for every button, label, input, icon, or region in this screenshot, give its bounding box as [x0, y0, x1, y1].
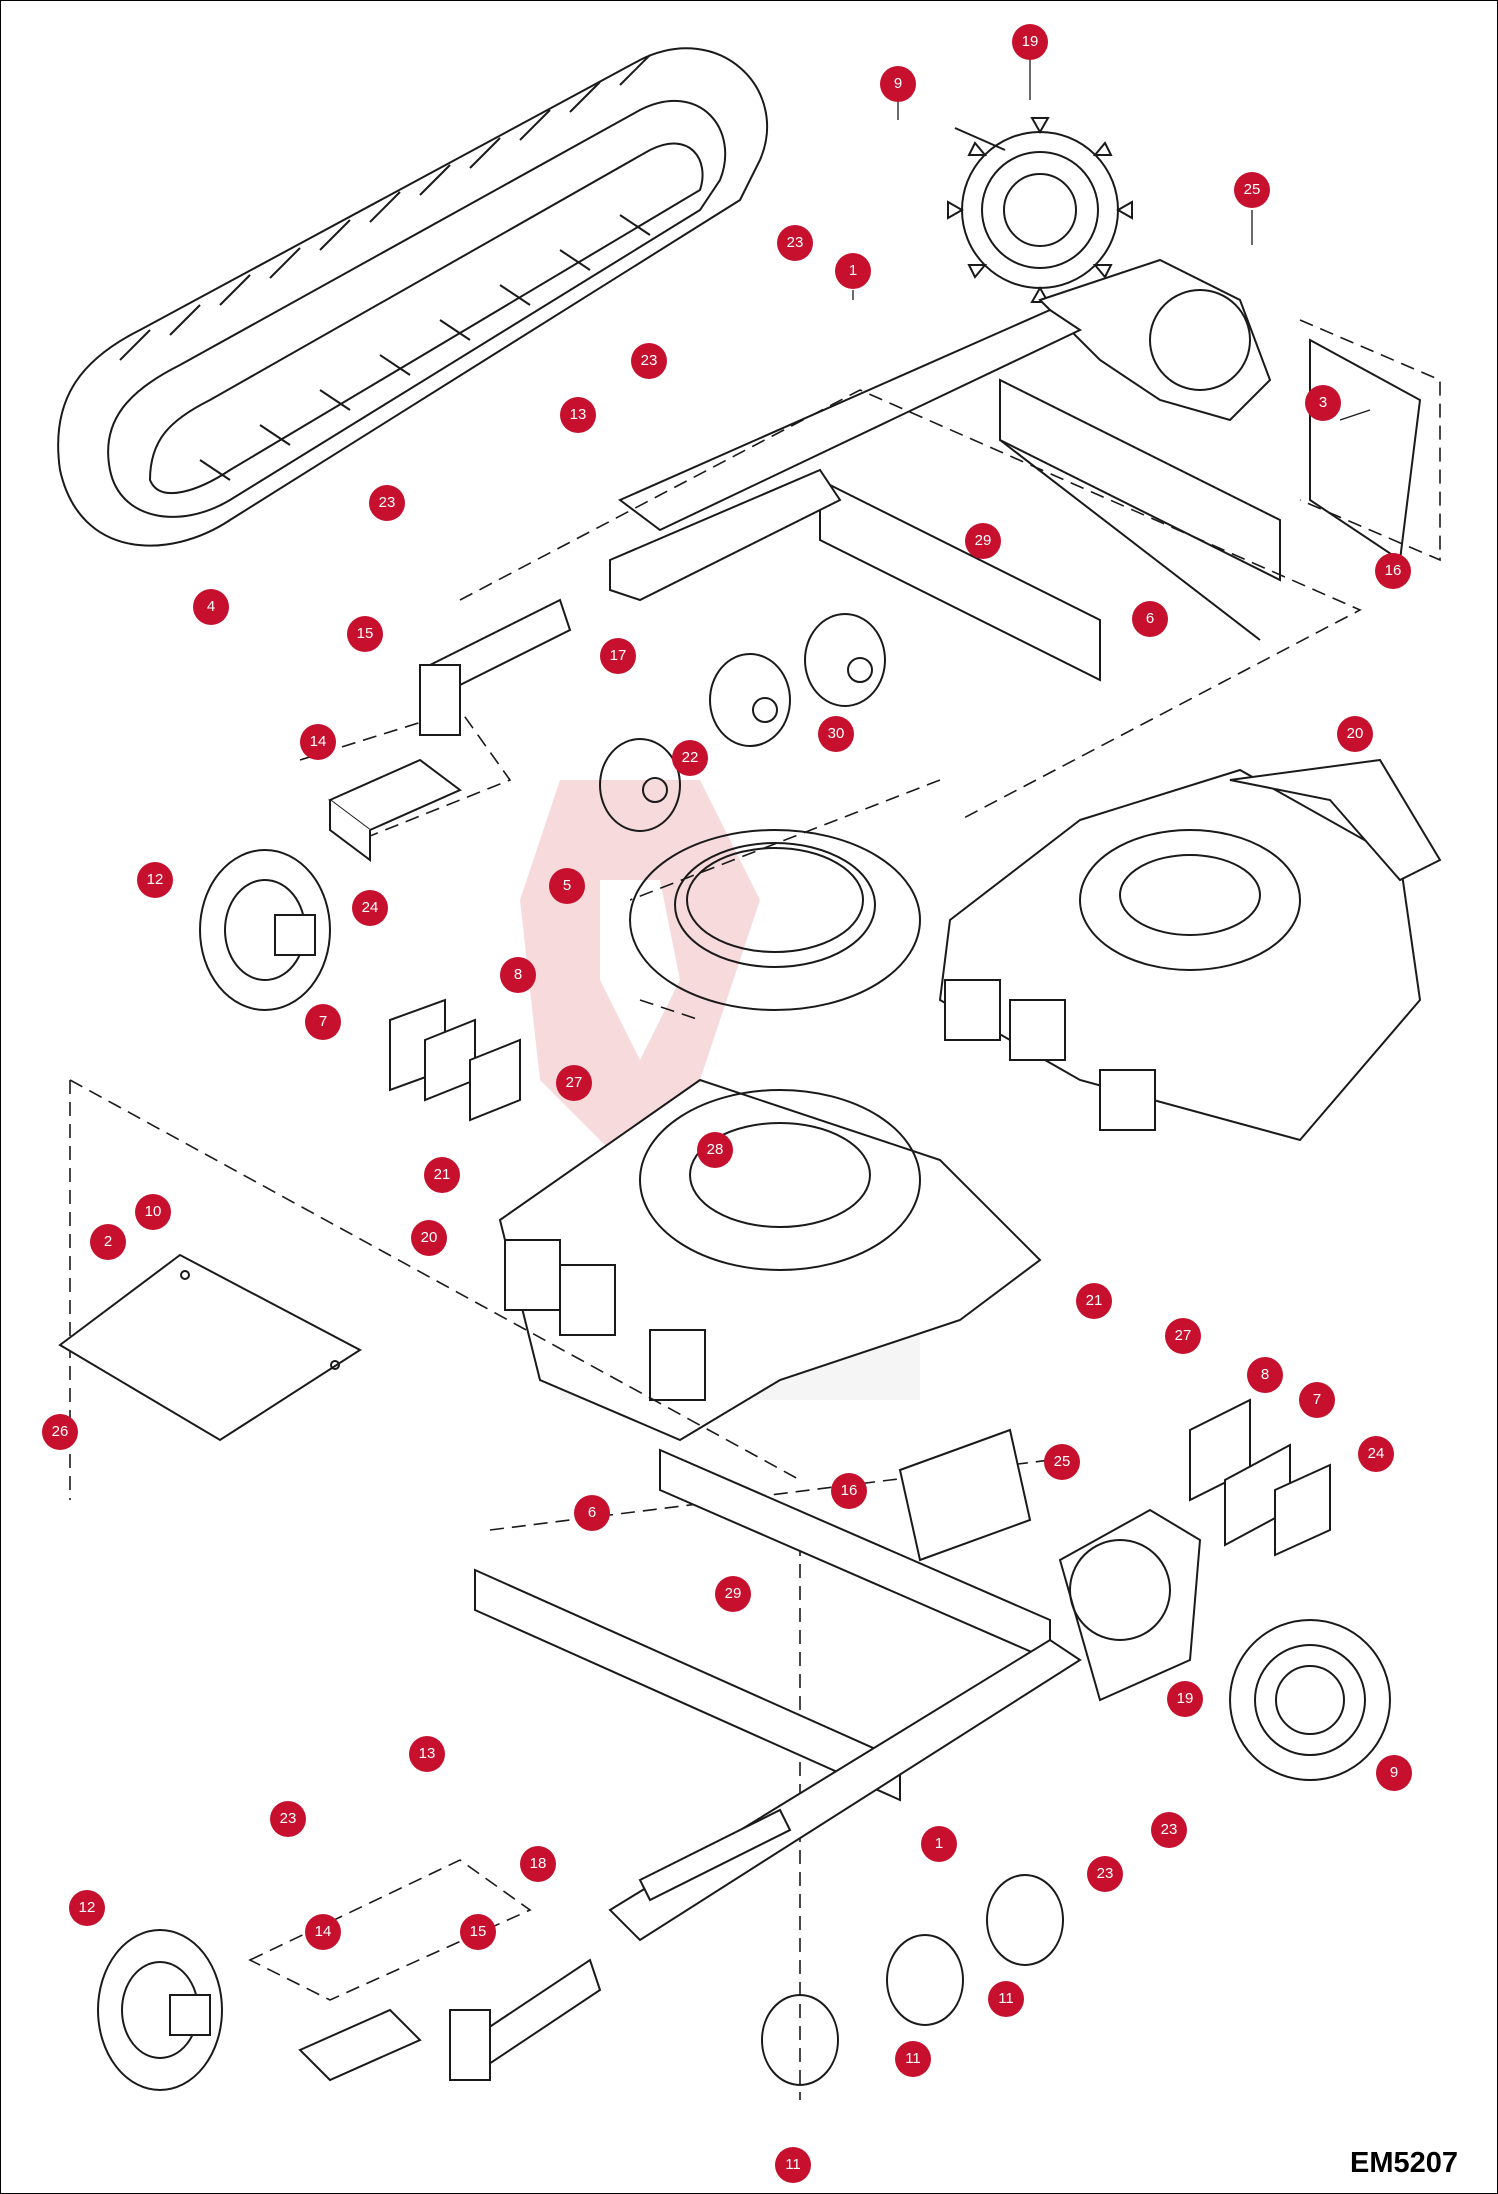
callout-6[interactable]: 6	[574, 1495, 610, 1531]
callout-17[interactable]: 17	[600, 638, 636, 674]
callout-11[interactable]: 11	[895, 2041, 931, 2077]
upper-track-frame	[609, 258, 1422, 682]
callout-11[interactable]: 11	[988, 1981, 1024, 2017]
callout-21[interactable]: 21	[1076, 1283, 1112, 1319]
callout-25[interactable]: 25	[1234, 172, 1270, 208]
tensioner-lower	[298, 1958, 602, 2082]
callout-24[interactable]: 24	[352, 890, 388, 926]
callout-11[interactable]: 11	[775, 2147, 811, 2183]
callout-29[interactable]: 29	[715, 1576, 751, 1612]
callout-1[interactable]: 1	[921, 1826, 957, 1862]
callout-14[interactable]: 14	[305, 1914, 341, 1950]
callout-8[interactable]: 8	[1247, 1357, 1283, 1393]
callout-23[interactable]: 23	[631, 343, 667, 379]
callout-25[interactable]: 25	[1044, 1444, 1080, 1480]
undercarriage-right	[938, 758, 1442, 1142]
slewing-ring	[629, 829, 921, 1011]
callout-22[interactable]: 22	[672, 740, 708, 776]
callout-8[interactable]: 8	[500, 957, 536, 993]
idler-wheel-upper	[199, 849, 331, 1011]
callout-20[interactable]: 20	[411, 1220, 447, 1256]
callout-13[interactable]: 13	[560, 397, 596, 433]
callout-19[interactable]: 19	[1012, 24, 1048, 60]
upper-dashed-lines	[299, 319, 1441, 1021]
callout-20[interactable]: 20	[1337, 716, 1373, 752]
callout-4[interactable]: 4	[193, 589, 229, 625]
callout-27[interactable]: 27	[1165, 1318, 1201, 1354]
callout-23[interactable]: 23	[777, 225, 813, 261]
callout-7[interactable]: 7	[1299, 1382, 1335, 1418]
callout-26[interactable]: 26	[42, 1414, 78, 1450]
callout-28[interactable]: 28	[697, 1132, 733, 1168]
callout-23[interactable]: 23	[1151, 1812, 1187, 1848]
callout-23[interactable]: 23	[270, 1801, 306, 1837]
callout-6[interactable]: 6	[1132, 601, 1168, 637]
sprocket-bottom	[1229, 1619, 1391, 1781]
callout-3[interactable]: 3	[1305, 385, 1341, 421]
lower-plates	[1189, 1398, 1331, 1557]
upper-rollers	[599, 613, 886, 832]
bracket-upper	[328, 758, 462, 862]
undercarriage-center	[498, 1078, 1042, 1442]
upper-plates	[389, 998, 521, 1122]
cover-plate	[58, 1253, 362, 1442]
callout-12[interactable]: 12	[69, 1890, 105, 1926]
callout-9[interactable]: 9	[1376, 1755, 1412, 1791]
callout-21[interactable]: 21	[424, 1157, 460, 1193]
callout-18[interactable]: 18	[520, 1846, 556, 1882]
callout-24[interactable]: 24	[1358, 1436, 1394, 1472]
callout-23[interactable]: 23	[1087, 1856, 1123, 1892]
lower-track-frame	[474, 1428, 1202, 1942]
callout-5[interactable]: 5	[549, 868, 585, 904]
lower-rollers	[761, 1874, 1064, 2086]
callout-12[interactable]: 12	[137, 862, 173, 898]
idler-wheel-lower	[97, 1929, 223, 2091]
callout-14[interactable]: 14	[300, 724, 336, 760]
callout-19[interactable]: 19	[1167, 1681, 1203, 1717]
callout-1[interactable]: 1	[835, 253, 871, 289]
callout-7[interactable]: 7	[305, 1004, 341, 1040]
callout-13[interactable]: 13	[409, 1736, 445, 1772]
callout-2[interactable]: 2	[90, 1224, 126, 1260]
callout-30[interactable]: 30	[818, 716, 854, 752]
callout-15[interactable]: 15	[460, 1914, 496, 1950]
callout-16[interactable]: 16	[831, 1473, 867, 1509]
diagram-code: EM5207	[1349, 2147, 1458, 2179]
callout-9[interactable]: 9	[880, 66, 916, 102]
rubber-track	[57, 47, 769, 547]
callout-29[interactable]: 29	[965, 523, 1001, 559]
callout-15[interactable]: 15	[347, 616, 383, 652]
callout-23[interactable]: 23	[369, 485, 405, 521]
tensioner-upper	[418, 598, 572, 736]
sprocket-top	[947, 117, 1133, 303]
callout-10[interactable]: 10	[135, 1194, 171, 1230]
callout-27[interactable]: 27	[556, 1065, 592, 1101]
callout-16[interactable]: 16	[1375, 553, 1411, 589]
